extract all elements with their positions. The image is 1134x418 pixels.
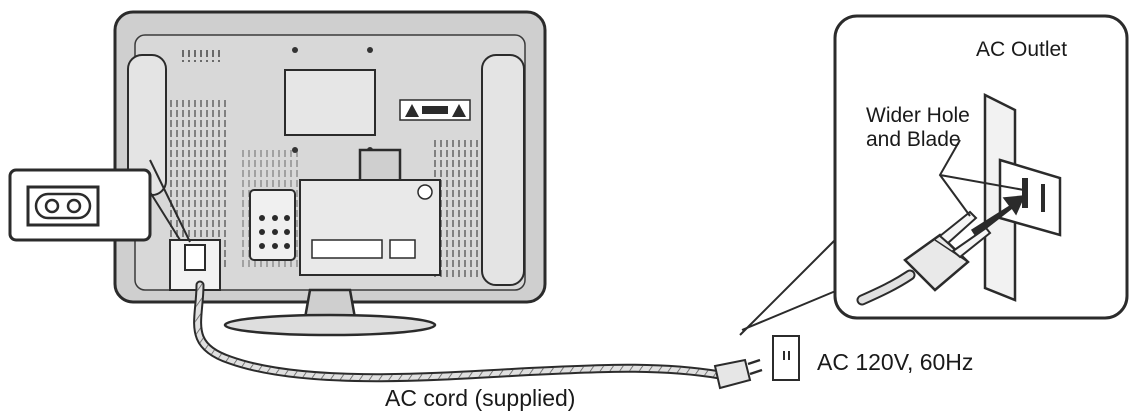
ac-outlet-label: AC Outlet [976, 38, 1068, 61]
outlet-plate [998, 158, 1062, 237]
ac-power-spec-label: AC 120V, 60Hz [817, 349, 974, 375]
tv-rear-view [113, 10, 547, 304]
tv-vents-top [180, 48, 220, 62]
ac-inlet-callout [8, 159, 191, 243]
tv-right-pillar [481, 54, 525, 286]
wider-leader-line [938, 139, 1025, 217]
tv-side-controls [249, 189, 296, 261]
ac-plug-small [713, 358, 763, 390]
ac-cord-label: AC cord (supplied) [385, 385, 576, 411]
wider-hole-label: Wider Hole and Blade [866, 104, 970, 152]
wall-outlet-small [772, 335, 800, 381]
tv-terminal-panel [299, 179, 441, 276]
ac-outlet-zoom-panel [833, 14, 1129, 320]
tv-mount-plate [284, 69, 376, 136]
wider-hole-line-1: Wider Hole [866, 104, 970, 127]
outlet-callout-pointer [739, 239, 839, 336]
wider-hole-line-2: and Blade [866, 128, 961, 152]
tv-stand [223, 288, 437, 337]
ac-cord [193, 280, 725, 383]
